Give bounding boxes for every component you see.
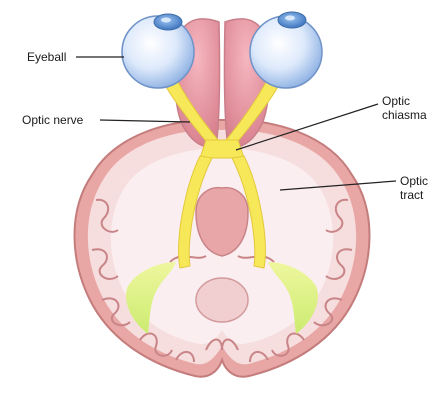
label-optic-chiasma: Optic chiasma <box>382 94 427 122</box>
label-optic-chiasma-line2: chiasma <box>382 108 427 122</box>
cerebellum-hint <box>196 278 248 322</box>
label-optic-nerve: Optic nerve <box>22 113 83 127</box>
eyeball-right-icon <box>250 12 322 88</box>
label-optic-tract: Optic tract <box>400 174 428 202</box>
leader-optic-nerve <box>100 120 190 122</box>
label-optic-tract-line1: Optic <box>400 174 428 188</box>
label-eyeball: Eyeball <box>27 50 66 64</box>
label-optic-chiasma-line1: Optic <box>382 94 427 108</box>
eyeball-left-icon <box>122 14 194 88</box>
label-optic-tract-line2: tract <box>400 188 428 202</box>
